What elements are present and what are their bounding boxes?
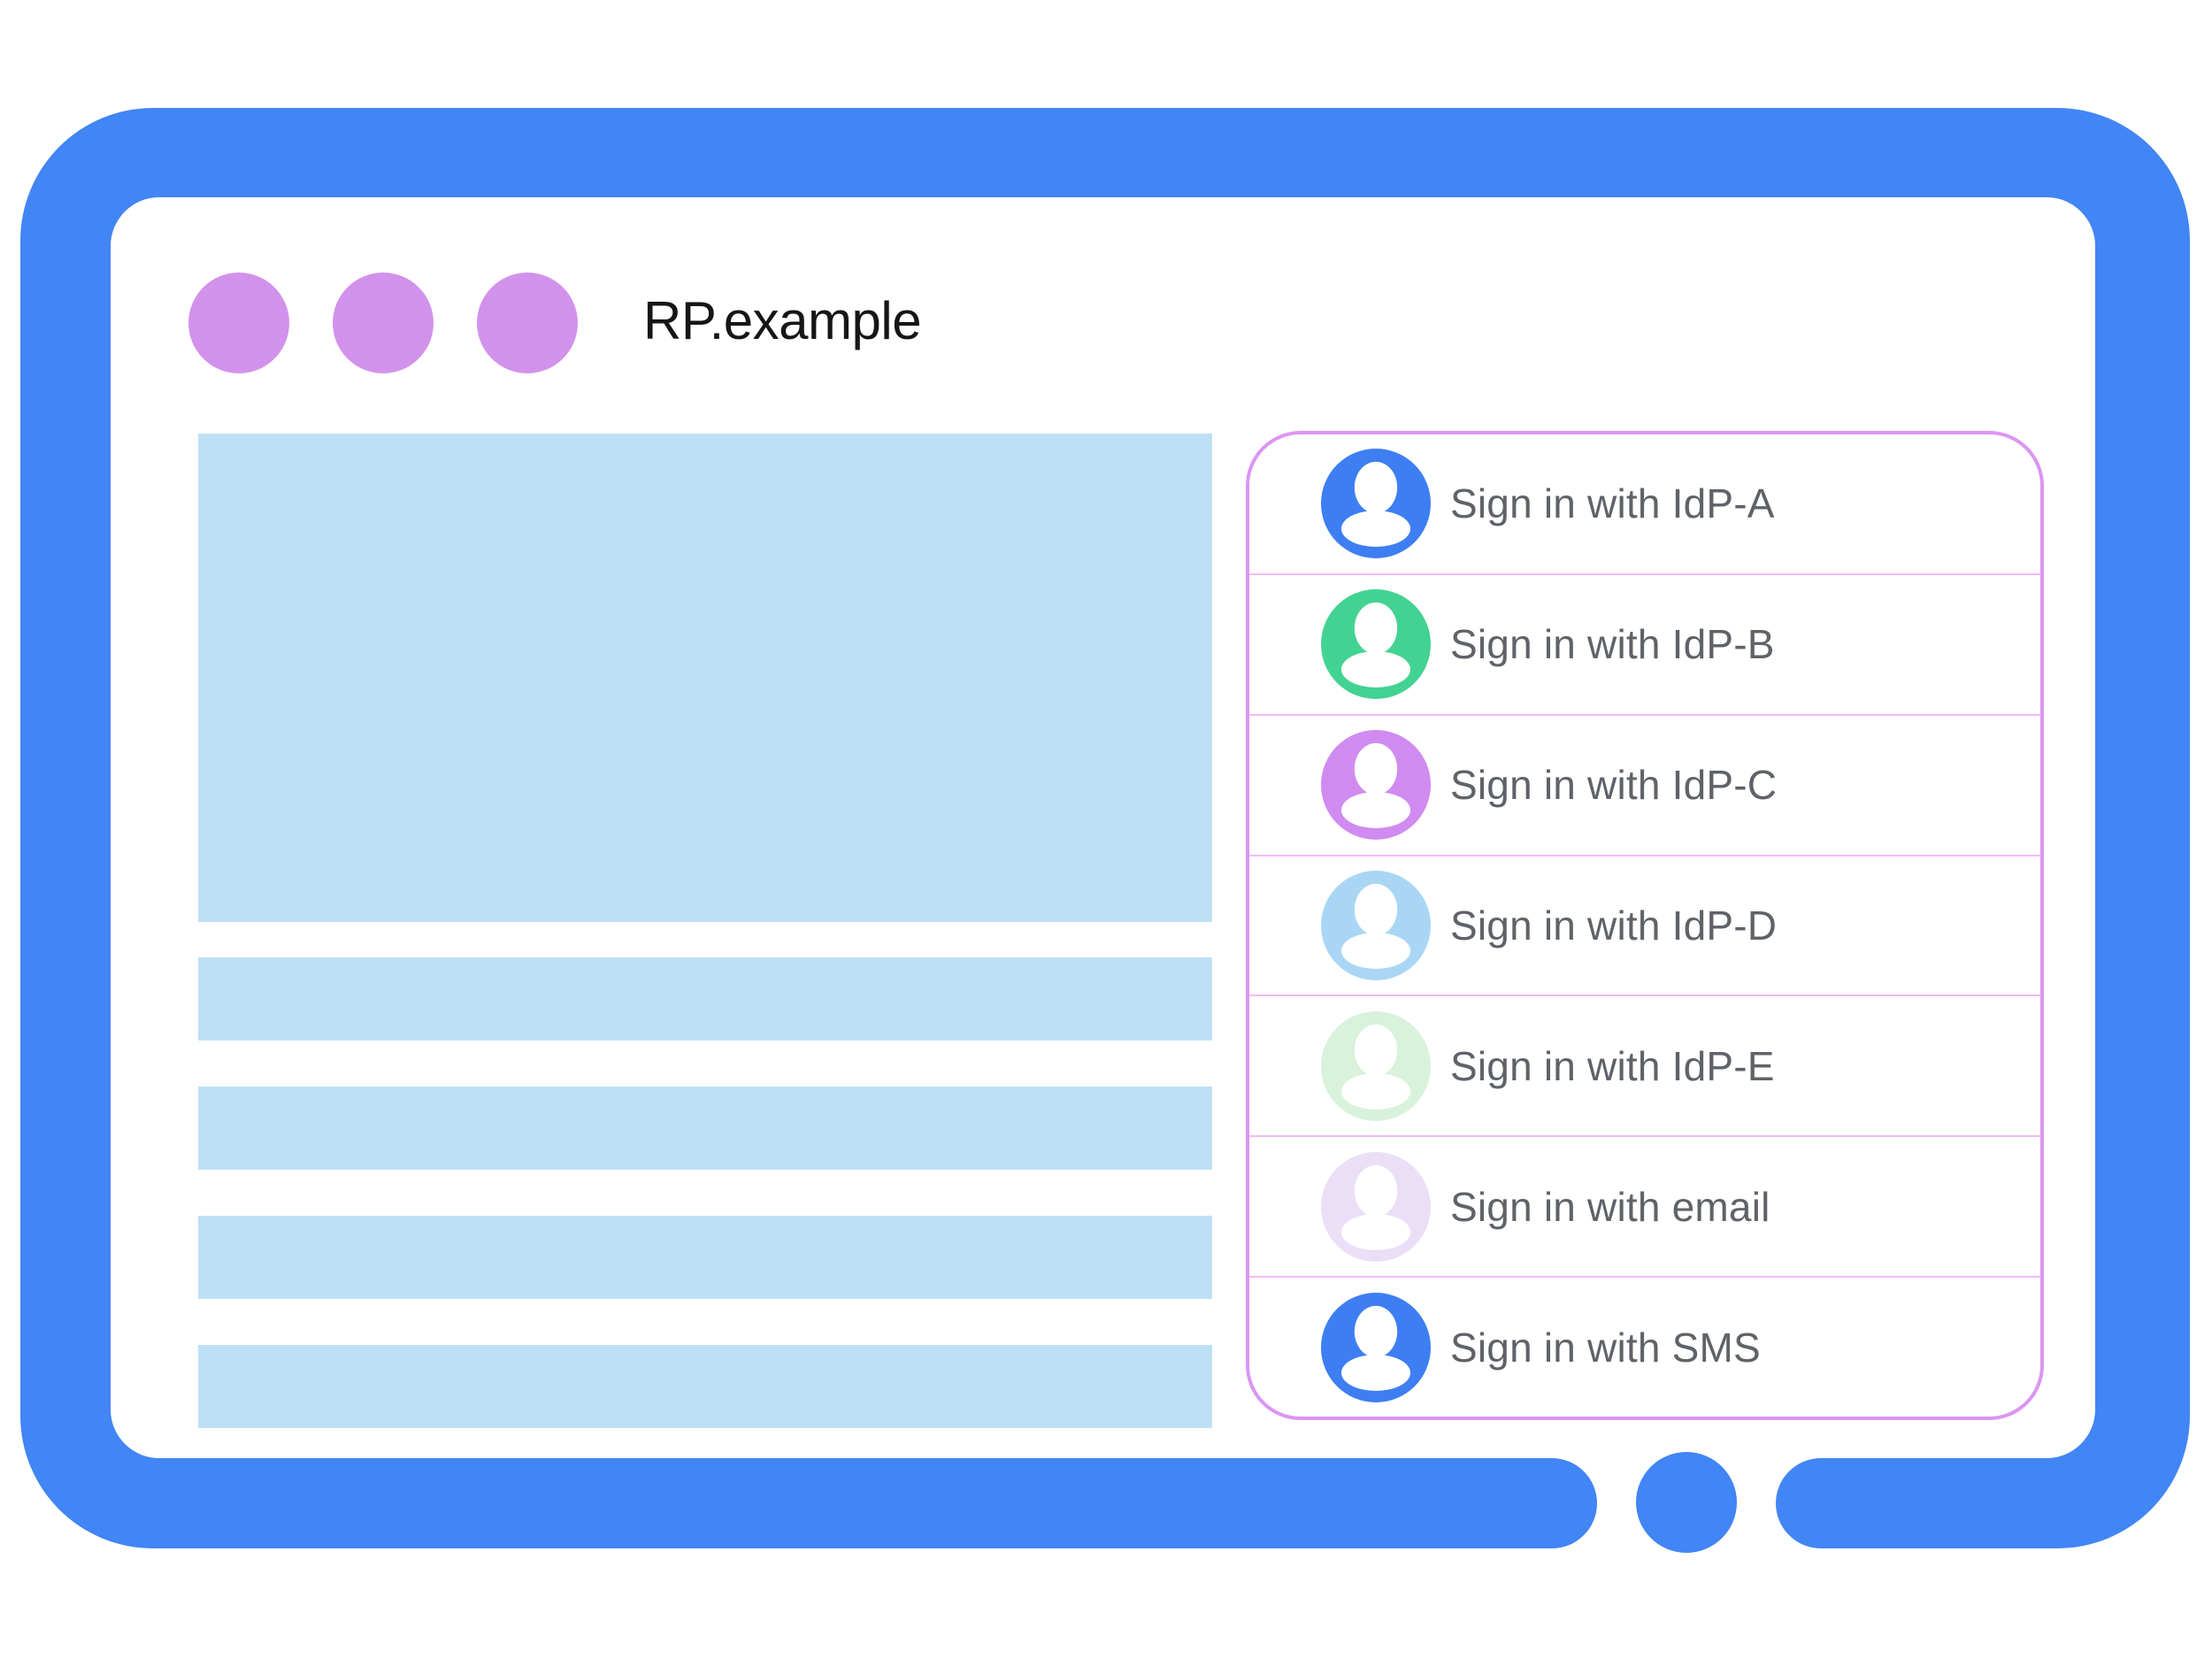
user-avatar-icon: [1321, 449, 1431, 559]
user-avatar-icon: [1321, 871, 1431, 980]
content-placeholder-line: [198, 957, 1212, 1041]
signin-option-label: Sign in with email: [1450, 1183, 1770, 1230]
signin-option-idp-d[interactable]: Sign in with IdP-D: [1249, 854, 2040, 995]
signin-option-email[interactable]: Sign in with email: [1249, 1135, 2040, 1276]
signin-panel: Sign in with IdP-A Sign in with IdP-B Si…: [1246, 431, 2044, 1420]
signin-option-idp-c[interactable]: Sign in with IdP-C: [1249, 713, 2040, 855]
user-avatar-icon: [1321, 1151, 1431, 1262]
signin-option-label: Sign in with IdP-C: [1450, 762, 1778, 809]
user-avatar-icon: [1321, 589, 1431, 700]
signin-option-label: Sign in with IdP-D: [1450, 902, 1778, 949]
signin-option-idp-e[interactable]: Sign in with IdP-E: [1249, 995, 2040, 1135]
device-button-icon: [1636, 1452, 1737, 1553]
signin-option-label: Sign in with IdP-B: [1450, 621, 1775, 668]
site-title: RP.example: [643, 291, 922, 350]
content-placeholder-hero: [198, 434, 1212, 922]
bezel-bar-end: [1507, 1458, 1597, 1548]
signin-option-idp-b[interactable]: Sign in with IdP-B: [1249, 572, 2040, 714]
window-control-dot-icon[interactable]: [333, 273, 434, 373]
signin-option-label: Sign in with SMS: [1450, 1324, 1761, 1371]
content-placeholder-line: [198, 1087, 1212, 1170]
content-placeholder-line: [198, 1345, 1212, 1428]
user-avatar-icon: [1321, 1010, 1431, 1121]
signin-option-idp-a[interactable]: Sign in with IdP-A: [1249, 434, 2040, 573]
user-avatar-icon: [1321, 1292, 1431, 1402]
window-control-dot-icon[interactable]: [188, 273, 289, 373]
content-placeholder-line: [198, 1216, 1212, 1299]
window-control-dot-icon[interactable]: [477, 273, 578, 373]
signin-option-sms[interactable]: Sign in with SMS: [1249, 1276, 2040, 1417]
signin-option-label: Sign in with IdP-A: [1450, 480, 1775, 527]
user-avatar-icon: [1321, 730, 1431, 841]
signin-option-label: Sign in with IdP-E: [1450, 1042, 1775, 1089]
bezel-bar-end: [1776, 1458, 1866, 1548]
